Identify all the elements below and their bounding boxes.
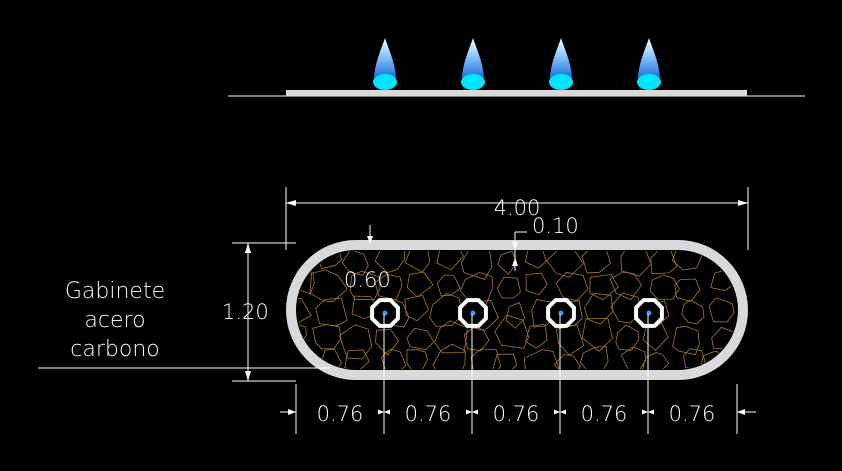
nozzle: [634, 298, 664, 328]
elevation-basin: [286, 90, 747, 96]
wall-thickness-label: 0.10: [532, 214, 579, 238]
spacing-label-2: 0.76: [405, 402, 452, 426]
fountain-jet: [549, 38, 573, 90]
overall-width-label: 4.00: [494, 196, 541, 220]
elevation-view: [228, 38, 805, 97]
nozzle: [546, 298, 576, 328]
nozzle-offset-label: 0.60: [344, 268, 391, 292]
cabinet-wall: [286, 240, 748, 380]
spacing-label-3: 0.76: [493, 402, 540, 426]
note-line-2: acero: [84, 308, 145, 333]
nozzle: [370, 298, 400, 328]
nozzle: [458, 298, 488, 328]
spacing-label-5: 0.76: [669, 402, 716, 426]
note-line-3: carbono: [70, 337, 159, 362]
spacing-label-1: 0.76: [317, 402, 364, 426]
fountain-jet: [373, 38, 397, 90]
fountain-jet: [461, 38, 485, 90]
height-label: 1.20: [222, 300, 269, 324]
dimension-lines: [38, 187, 756, 434]
fountain-jet: [637, 38, 661, 90]
spacing-label-4: 0.76: [581, 402, 628, 426]
dimension-labels: 4.00 0.10 1.20 0.60 0.76 0.76 0.76 0.76 …: [65, 196, 716, 426]
nozzles: [370, 298, 664, 328]
plan-view: [286, 240, 748, 380]
fountain-jets: [373, 38, 661, 90]
stone-pattern: [297, 251, 737, 369]
note-line-1: Gabinete: [65, 279, 165, 304]
